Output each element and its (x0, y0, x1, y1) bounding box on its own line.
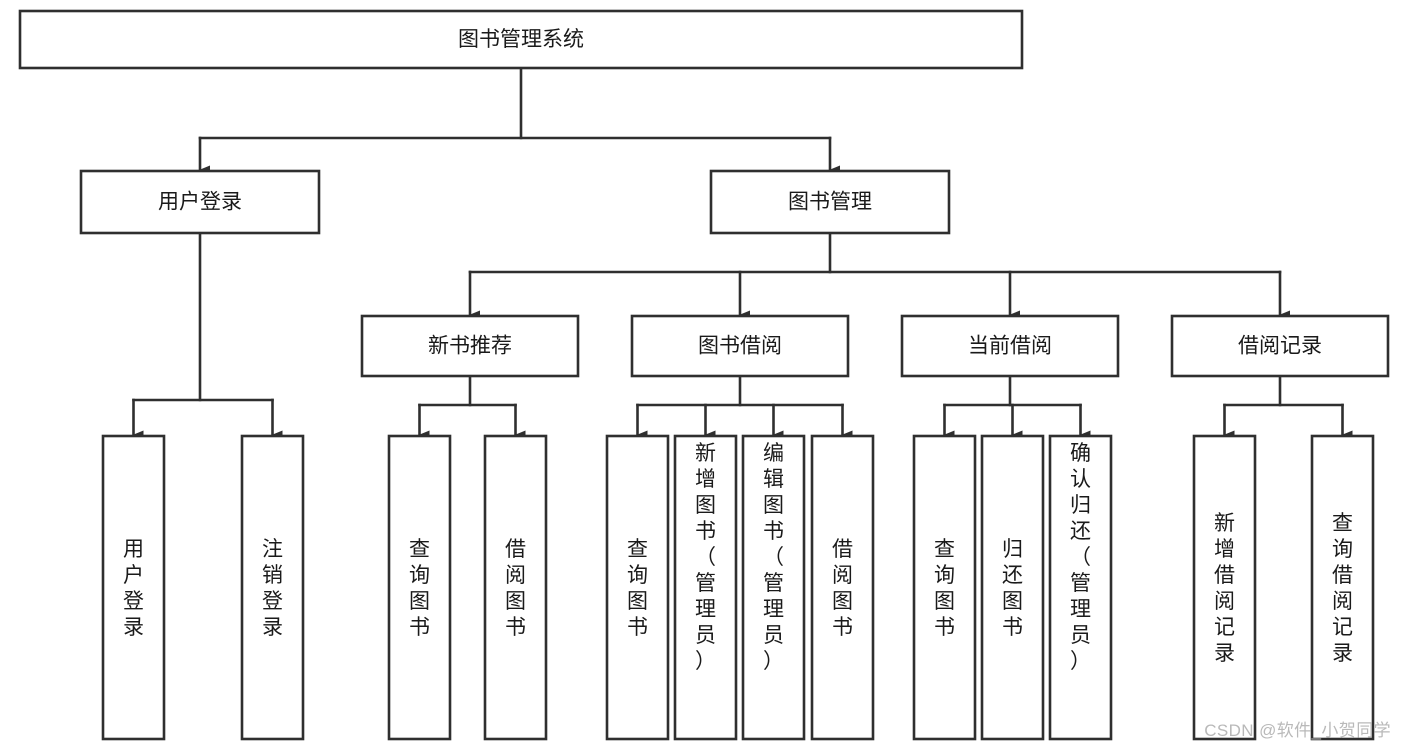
node-box[interactable] (912, 434, 977, 741)
node-box[interactable] (1170, 314, 1390, 378)
node-label: 图书管理系统 (458, 28, 584, 51)
node-box[interactable] (741, 434, 806, 741)
node-label: 借阅记录 (1238, 335, 1322, 358)
node-l3_c2[interactable]: 新增图书（管理员） (673, 434, 738, 741)
node-label: 查询图书 (934, 538, 955, 639)
node-box[interactable] (630, 314, 850, 378)
node-label: 借阅图书 (832, 538, 853, 639)
node-box[interactable] (1048, 434, 1113, 741)
node-l3_d1[interactable]: 查询图书 (912, 434, 977, 741)
node-box[interactable] (1310, 434, 1375, 741)
node-label: 图书借阅 (698, 335, 782, 358)
node-l3_a2[interactable]: 注销登录 (240, 434, 305, 741)
node-label: 图书管理 (788, 191, 872, 214)
node-box[interactable] (101, 434, 166, 741)
node-box[interactable] (360, 314, 580, 378)
node-box[interactable] (980, 434, 1045, 741)
node-l3_d3[interactable]: 确认归还（管理员） (1048, 434, 1113, 741)
node-label: 新增图书（管理员） (695, 442, 716, 673)
node-label: 用户登录 (123, 538, 144, 639)
node-box[interactable] (483, 434, 548, 741)
node-label: 查询图书 (627, 538, 648, 639)
node-label: 确认归还（管理员） (1070, 442, 1091, 673)
node-l3_d2[interactable]: 归还图书 (980, 434, 1045, 741)
node-box[interactable] (900, 314, 1120, 378)
node-label: 当前借阅 (968, 335, 1052, 358)
node-label: 编辑图书（管理员） (763, 442, 784, 673)
node-box[interactable] (79, 169, 321, 235)
node-l3_c3[interactable]: 编辑图书（管理员） (741, 434, 806, 741)
node-box[interactable] (605, 434, 670, 741)
node-box[interactable] (709, 169, 951, 235)
node-l3_b1[interactable]: 查询图书 (387, 434, 452, 741)
node-label: 注销登录 (262, 538, 283, 639)
node-l3_a1[interactable]: 用户登录 (101, 434, 166, 741)
node-box[interactable] (810, 434, 875, 741)
node-l3_c1[interactable]: 查询图书 (605, 434, 670, 741)
node-l3_e1[interactable]: 新增借阅记录 (1192, 434, 1257, 741)
node-l2_current[interactable]: 当前借阅 (900, 314, 1120, 378)
node-label: 归还图书 (1002, 538, 1023, 639)
node-l3_c4[interactable]: 借阅图书 (810, 434, 875, 741)
edges-layer (132, 66, 1353, 440)
node-label: 查询图书 (409, 538, 430, 639)
node-l2_new_book[interactable]: 新书推荐 (360, 314, 580, 378)
node-l2_borrow[interactable]: 图书借阅 (630, 314, 850, 378)
node-box[interactable] (18, 9, 1024, 70)
node-box[interactable] (673, 434, 738, 741)
node-box[interactable] (240, 434, 305, 741)
node-box[interactable] (1192, 434, 1257, 741)
node-label: 新增借阅记录 (1214, 512, 1235, 665)
node-label: 用户登录 (158, 191, 242, 214)
node-l1_user_login[interactable]: 用户登录 (79, 169, 321, 235)
node-l1_book_mgmt[interactable]: 图书管理 (709, 169, 951, 235)
node-root[interactable]: 图书管理系统 (18, 9, 1024, 70)
node-label: 查询借阅记录 (1332, 512, 1353, 665)
node-l3_e2[interactable]: 查询借阅记录 (1310, 434, 1375, 741)
node-label: 新书推荐 (428, 335, 512, 358)
node-l2_records[interactable]: 借阅记录 (1170, 314, 1390, 378)
nodes-layer: 图书管理系统用户登录图书管理新书推荐图书借阅当前借阅借阅记录用户登录注销登录查询… (18, 9, 1390, 741)
node-l3_b2[interactable]: 借阅图书 (483, 434, 548, 741)
node-label: 借阅图书 (505, 538, 526, 639)
node-box[interactable] (387, 434, 452, 741)
